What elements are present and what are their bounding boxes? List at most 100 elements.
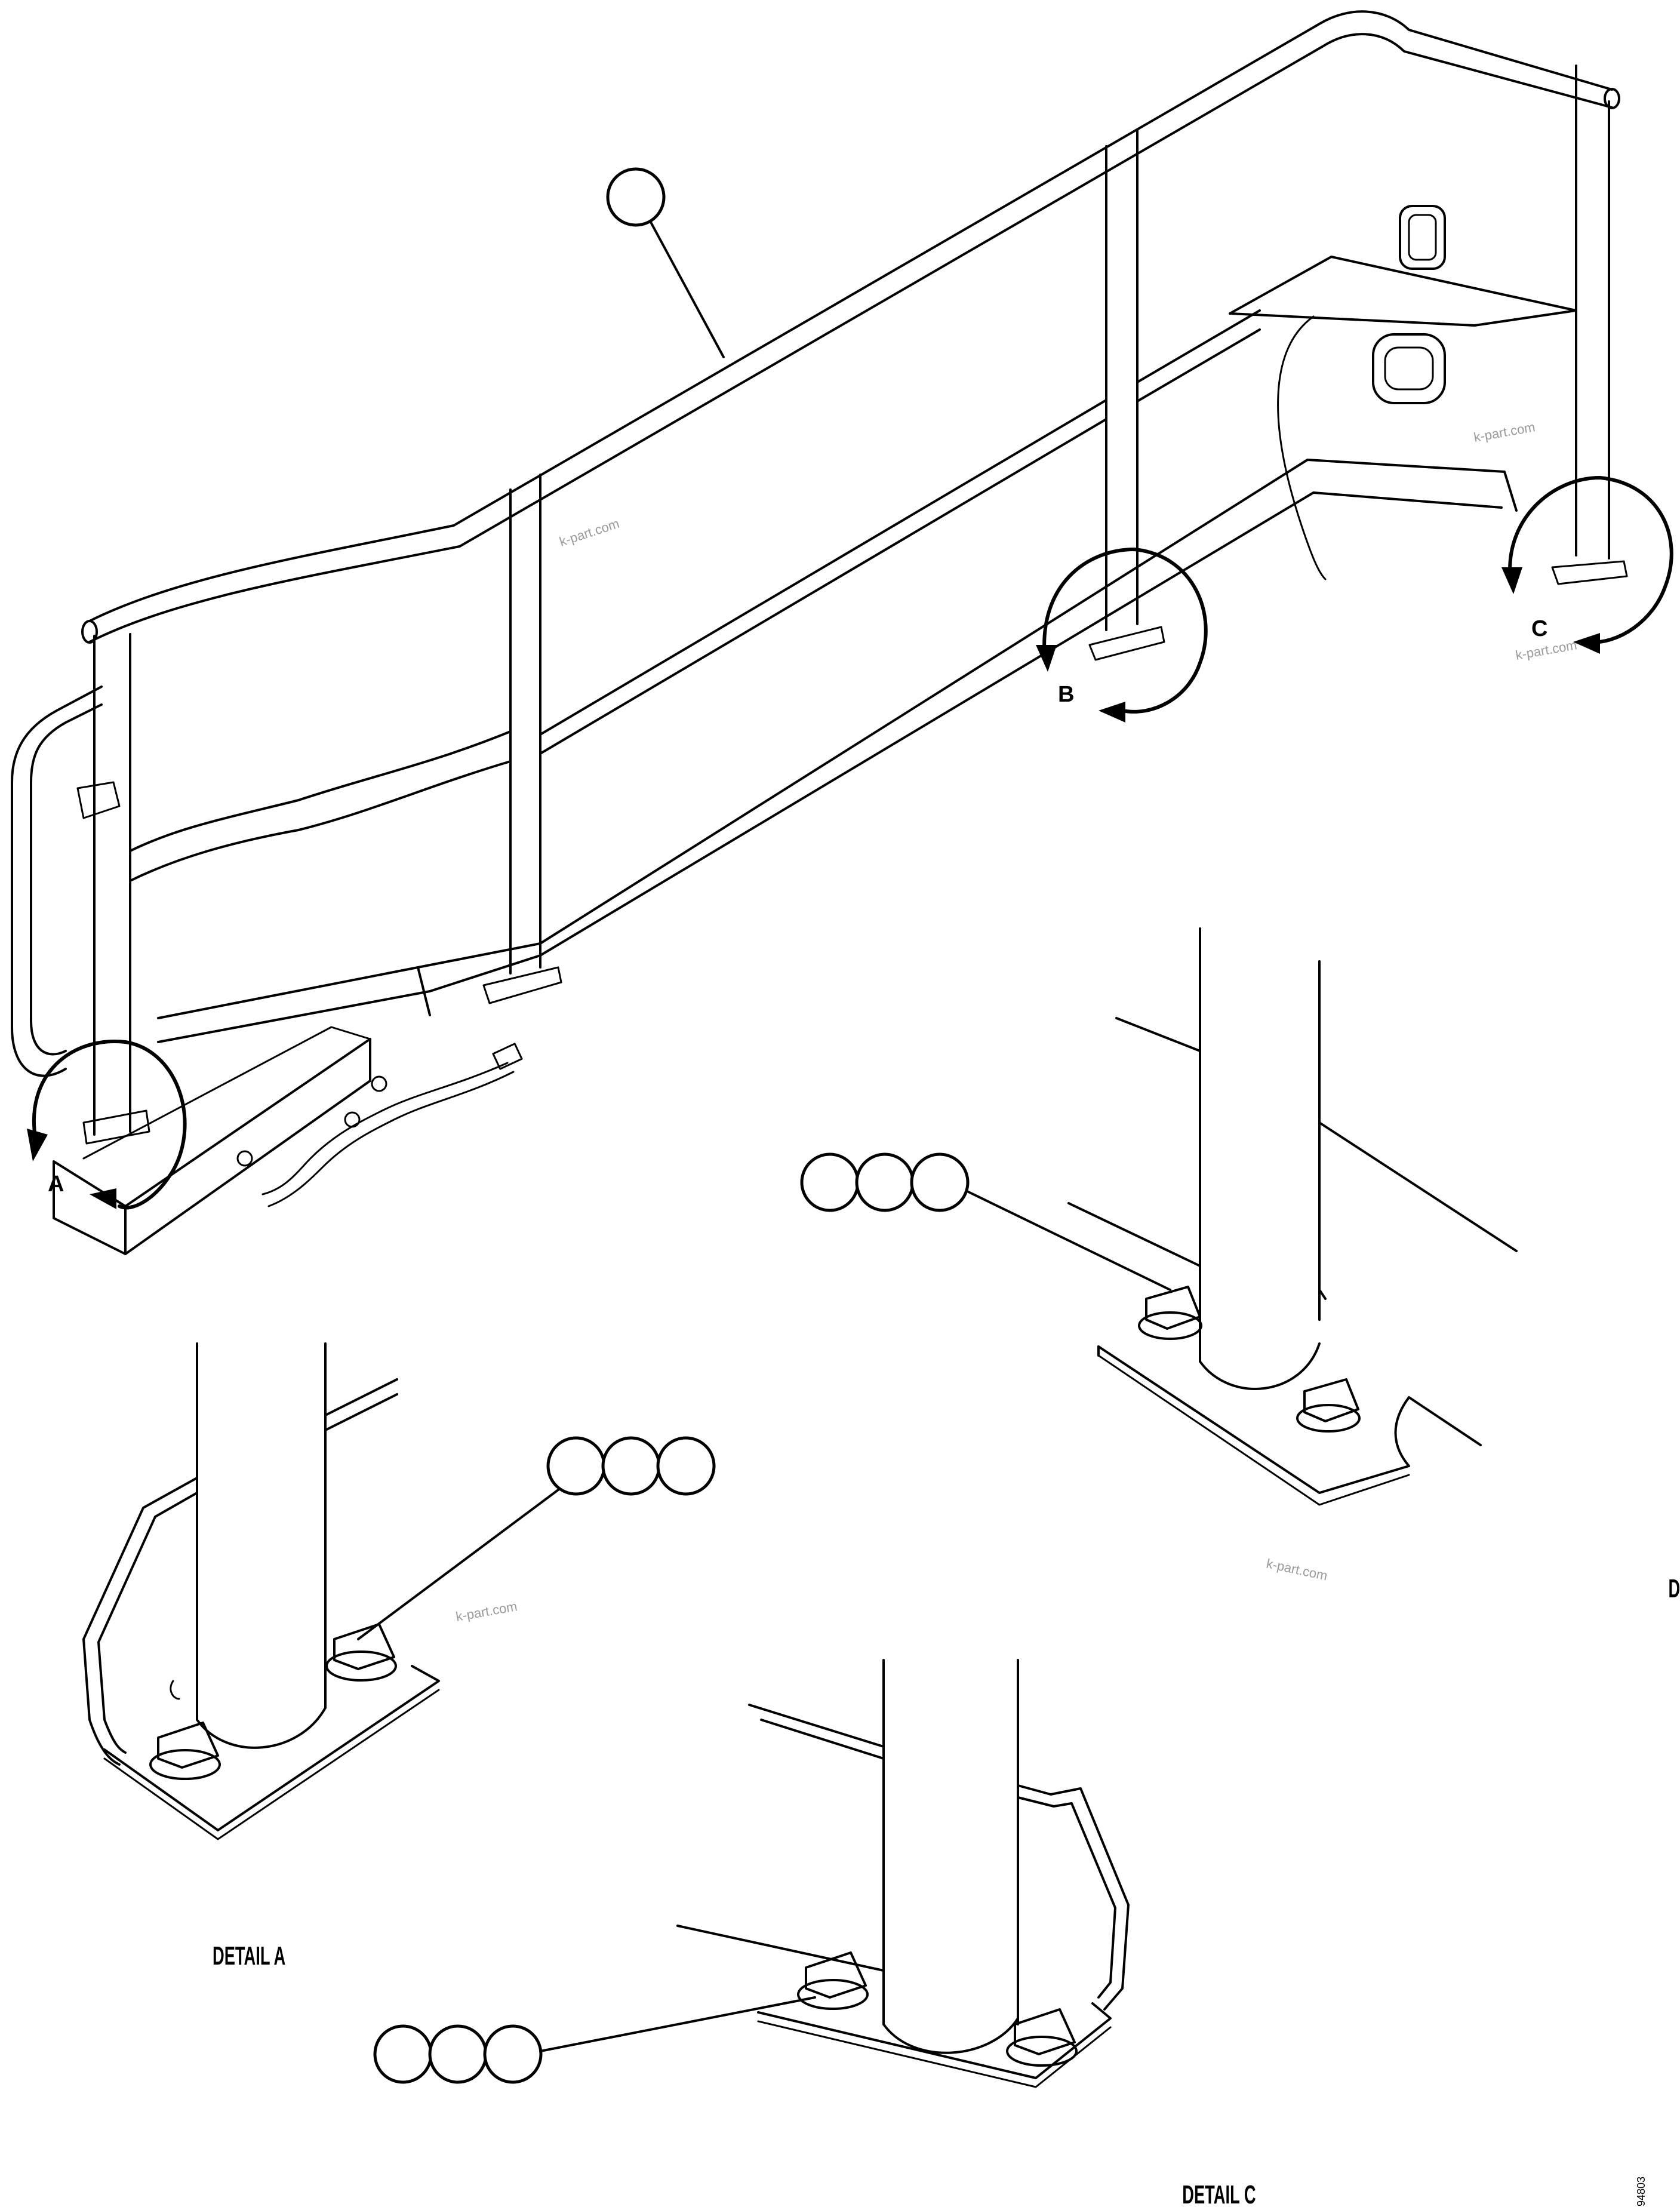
post-right-middle [1105,129,1139,631]
callout-main-leader [650,221,725,358]
detail-b-edge-1 [1115,1017,1201,1052]
connector [492,1043,523,1070]
detail-c-arrow-1 [1501,567,1522,594]
mid-rail-lower [129,760,512,882]
work-light-lower-icon [1372,333,1446,404]
detail-b-callouts [800,1152,1171,1291]
detail-a-callout-1 [546,1436,606,1496]
detail-label-b: DETAIL B [1669,1573,1680,1603]
bolt-harness-2 [344,1111,361,1128]
watermark: k-part.com [558,516,621,549]
detail-a-plate-thickness [103,1689,440,1840]
detail-c-callout-1 [373,2024,433,2084]
work-light-upper-icon [1399,205,1446,270]
bolt-harness-1 [236,1150,253,1167]
detail-b-plate-thickness [1097,1354,1410,1506]
detail-circle-c [1508,476,1673,644]
detail-a-bolt-back [170,1680,180,1700]
bolt-harness-3 [371,1075,387,1092]
drawing-code: 94803 [1635,2177,1647,2206]
platform-step [417,966,431,1016]
base-plate-right-middle [1088,626,1165,661]
detail-a-edge-1 [324,1378,398,1416]
detail-c-arrow-2 [1573,633,1600,654]
detail-a-callout-2 [601,1436,661,1496]
detail-c-plate [757,2002,1112,2079]
detail-circle-b [1042,548,1208,714]
detail-c-callouts [373,1996,816,2084]
detail-a-post-base [196,1707,327,1749]
detail-a-bolt-right [325,1623,397,1682]
detail-a-skirt-outer [82,1477,198,1766]
mid-rail [129,730,512,852]
detail-b-bolt-right [1296,1378,1361,1433]
detail-c-bolt-left [797,1951,869,2010]
rail-end-cap-right [1604,88,1620,109]
detail-a-callouts [357,1436,716,1640]
post-left [93,633,131,1136]
detail-b: DETAIL B [800,927,1680,1603]
detail-label-c: DETAIL C [1182,2180,1256,2209]
mid-rail-right-lower [1136,328,1261,402]
light-cable [1277,315,1327,580]
detail-a-arrow-1 [27,1129,48,1161]
post-clamp [76,781,121,819]
base-plate-middle [482,966,562,1004]
detail-b-arrow-2 [1099,702,1125,723]
wiring-harness [261,1062,509,1195]
detail-b-leader [966,1190,1171,1291]
detail-circle-a [32,1040,187,1210]
detail-b-post-base [1199,1342,1321,1390]
detail-c-edge-1 [748,1704,885,1748]
wiring-harness-2 [267,1071,515,1207]
detail-b-callout-3 [910,1152,970,1212]
detail-b-edge-2 [1318,1121,1518,1252]
platform-edge [157,459,1518,1019]
detail-b-callout-2 [855,1152,915,1212]
detail-b-bolt-left [1138,1286,1202,1340]
detail-a-skirt-inner [97,1492,198,1754]
top-rail [88,10,1613,622]
detail-b-arrow-1 [1036,645,1057,672]
detail-c-edge-3 [676,1925,885,1972]
view-label-c: C [1531,616,1547,641]
platform-edge-lower [157,491,1503,1043]
top-rail-lower-edge [88,33,1613,643]
step-box [53,1038,371,1255]
watermark: k-part.com [1473,419,1537,445]
detail-a-edge-2 [324,1393,398,1431]
detail-a-arrow-2 [90,1188,116,1209]
detail-c: DETAIL C [373,1659,1256,2209]
return-handle-inner [30,703,103,1056]
view-label-b: B [1058,682,1074,707]
detail-c-skirt-inner [1017,1796,1116,1999]
detail-b-edge-4 [1318,1289,1327,1300]
detail-a-bolt-front [149,1722,221,1780]
post-right [1575,64,1610,560]
rail-end-cap-left [81,620,98,644]
post-middle [509,474,541,975]
mid-rail-right [1136,309,1261,383]
detail-label-a: DETAIL A [213,1941,285,1970]
detail-c-post-base [882,2017,1019,2054]
detail-c-edge-2 [760,1719,885,1760]
detail-c-skirt-outer [1017,1784,1130,2011]
detail-b-edge-3 [1067,1202,1201,1267]
detail-c-leader [539,1996,816,2052]
step-box-top [82,1026,371,1160]
detail-a: DETAIL A [82,1342,716,1971]
mid-rail-straight [539,399,1107,736]
light-bracket [1229,256,1577,327]
detail-c-plate-thickness [757,2020,1112,2088]
detail-a-leader [357,1489,559,1640]
watermark: k-part.com [1265,1556,1329,1583]
return-handle [11,686,103,1077]
base-plate-left [82,1109,150,1145]
view-label-a: A [48,1172,64,1197]
handrail-assembly: A B C [11,10,1673,1255]
detail-c-callout-3 [483,2024,543,2084]
detail-c-callout-2 [428,2024,488,2084]
detail-a-plate [103,1665,440,1831]
